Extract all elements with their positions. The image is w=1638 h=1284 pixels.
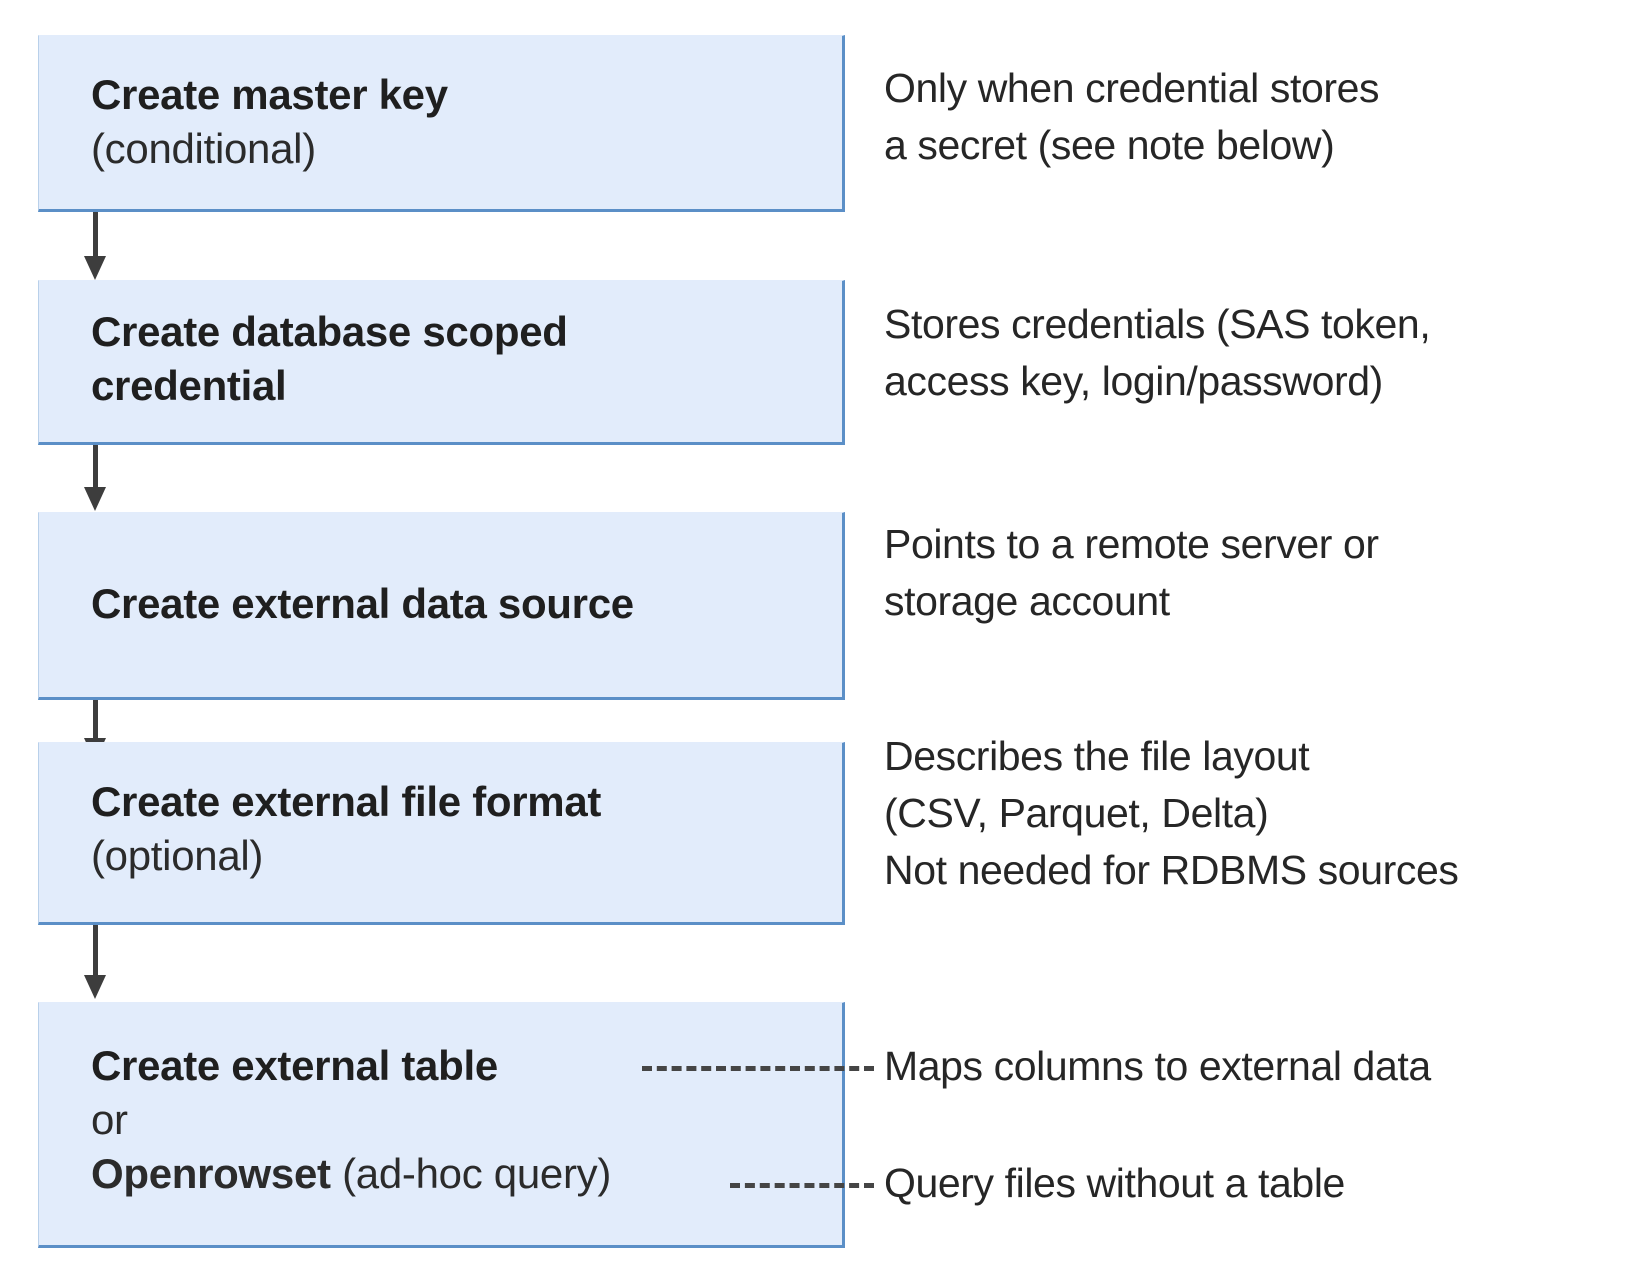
note-line: Describes the file layout: [884, 733, 1310, 779]
step-title-create-master-key: Create master key: [91, 71, 448, 118]
step-title-create-external-file-format: Create external file format: [91, 778, 602, 825]
note-line: Query files without a table: [884, 1160, 1345, 1206]
step-connector-word-or: or: [91, 1096, 128, 1143]
arrow-step2-to-step3: [84, 445, 106, 513]
step-title-create-external-data-source: Create external data source: [91, 580, 634, 627]
step-box-create-database-scoped-credential: Create database scoped credential: [38, 280, 845, 445]
step-title-openrowset: Openrowset: [91, 1150, 331, 1197]
note-line: Points to a remote server or: [884, 521, 1379, 567]
step-box-create-external-file-format: Create external file format (optional): [38, 742, 845, 925]
step-subtitle-create-master-key: (conditional): [91, 125, 316, 172]
note-line: Only when credential stores: [884, 65, 1380, 111]
step-subtitle-create-external-file-format: (optional): [91, 832, 264, 879]
note-create-database-scoped-credential: Stores credentials (SAS token, access ke…: [884, 296, 1431, 410]
note-create-external-file-format: Describes the file layout (CSV, Parquet,…: [884, 728, 1459, 899]
note-create-external-data-source: Points to a remote server or storage acc…: [884, 516, 1379, 630]
note-create-external-table: Maps columns to external data: [884, 1038, 1431, 1095]
dashed-connector-openrowset: [730, 1183, 874, 1188]
note-line: storage account: [884, 578, 1170, 624]
note-openrowset: Query files without a table: [884, 1155, 1345, 1212]
note-line: Not needed for RDBMS sources: [884, 847, 1459, 893]
step-title-create-database-scoped-credential-line2: credential: [91, 362, 287, 409]
note-line: Stores credentials (SAS token,: [884, 301, 1431, 347]
arrow-step4-to-step5: [84, 925, 106, 1003]
step-title-openrowset-row: Openrowset (ad-hoc query): [91, 1147, 832, 1201]
dashed-connector-external-table: [642, 1066, 874, 1071]
note-line: a secret (see note below): [884, 122, 1335, 168]
step-box-create-external-data-source: Create external data source: [38, 512, 845, 700]
step-subtitle-openrowset: (ad-hoc query): [342, 1150, 612, 1197]
step-title-create-database-scoped-credential-line1: Create database scoped: [91, 308, 568, 355]
step-box-create-external-table-or-openrowset: Create external table or Openrowset (ad-…: [38, 1002, 845, 1248]
note-line: access key, login/password): [884, 358, 1383, 404]
step-box-create-master-key: Create master key (conditional): [38, 35, 845, 212]
note-line: (CSV, Parquet, Delta): [884, 790, 1269, 836]
note-create-master-key: Only when credential stores a secret (se…: [884, 60, 1380, 174]
arrow-step1-to-step2: [84, 212, 106, 280]
step-title-create-external-table: Create external table: [91, 1042, 498, 1089]
note-line: Maps columns to external data: [884, 1043, 1431, 1089]
